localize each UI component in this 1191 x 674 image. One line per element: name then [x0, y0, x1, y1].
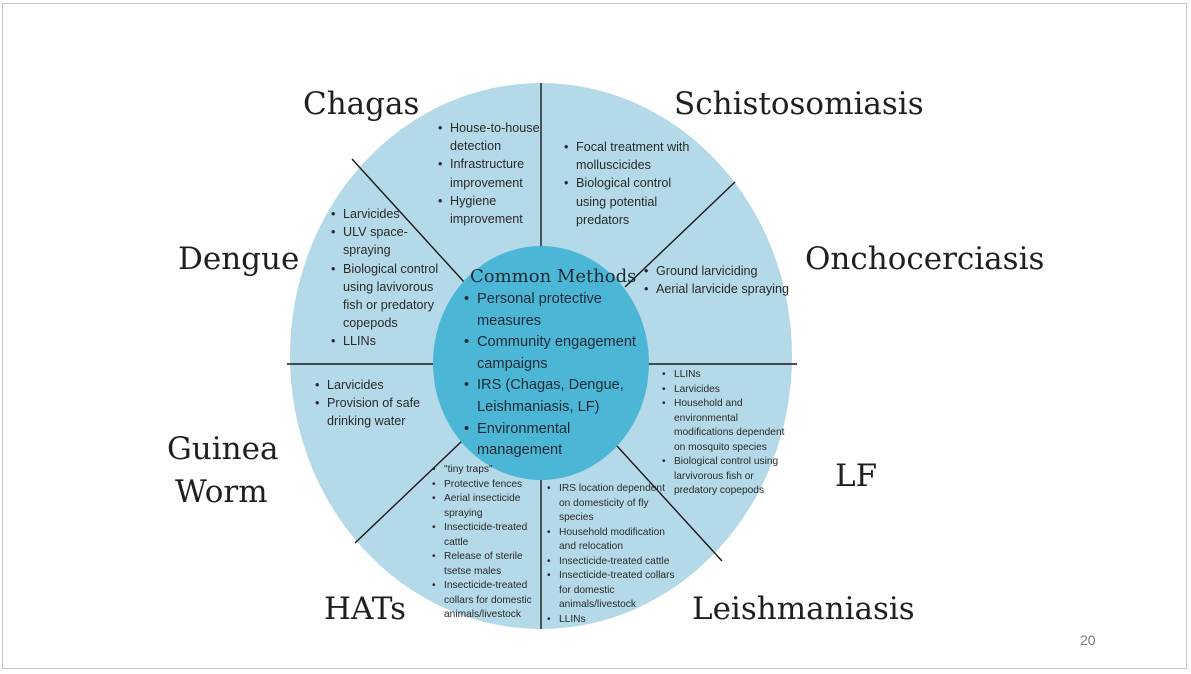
label-leishmaniasis: Leishmaniasis	[692, 591, 915, 627]
schistosomiasis-list: Focal treatment with molluscicides Biolo…	[562, 138, 698, 229]
list-item: LLINs	[331, 332, 453, 350]
list-item: Biological control using potential preda…	[564, 174, 698, 229]
list-item: Household and environmental modification…	[662, 397, 794, 455]
center-title: Common Methods	[470, 266, 637, 287]
list-item: Insecticide-treated cattle	[432, 521, 548, 550]
label-dengue: Dengue	[178, 241, 300, 277]
center-list: Personal protective measures Community e…	[464, 289, 647, 462]
label-schistosomiasis: Schistosomiasis	[674, 86, 924, 122]
list-item: "tiny traps"	[432, 463, 548, 478]
list-item: IRS location dependent on domesticity of…	[547, 482, 677, 526]
list-item: Environmental management	[464, 419, 647, 462]
list-item: Protective fences	[432, 478, 548, 493]
hats-list: "tiny traps" Protective fences Aerial in…	[430, 463, 548, 623]
list-item: Insecticide-treated collars for domestic…	[547, 569, 677, 613]
label-chagas: Chagas	[303, 86, 420, 122]
list-item: ULV space-spraying	[331, 223, 453, 259]
list-item: Larvicides	[315, 376, 439, 394]
list-item: LLINs	[547, 613, 677, 628]
label-worm: Worm	[175, 474, 268, 510]
list-item: Larvicides	[662, 383, 794, 398]
label-onchocerciasis: Onchocerciasis	[805, 241, 1045, 277]
list-item: Personal protective measures	[464, 289, 647, 332]
list-item: LLINs	[662, 368, 794, 383]
onchocerciasis-list: Ground larviciding Aerial larvicide spra…	[642, 262, 816, 299]
list-item: Biological control using larvivorous fis…	[662, 455, 794, 499]
list-item: Hygiene improvement	[438, 192, 542, 228]
lf-list: LLINs Larvicides Household and environme…	[660, 368, 794, 499]
label-guinea: Guinea	[167, 431, 279, 467]
list-item: House-to-house detection	[438, 119, 542, 155]
list-item: Aerial larvicide spraying	[644, 280, 816, 298]
list-item: Provision of safe drinking water	[315, 394, 439, 430]
list-item: Biological control using lavivorous fish…	[331, 260, 453, 333]
divider-bottom-left	[354, 440, 463, 544]
list-item: Infrastructure improvement	[438, 155, 542, 191]
leishmaniasis-list: IRS location dependent on domesticity of…	[545, 482, 677, 627]
list-item: Focal treatment with molluscicides	[564, 138, 698, 174]
chagas-list: House-to-house detection Infrastructure …	[436, 119, 542, 228]
list-item: Larvicides	[331, 205, 453, 223]
dengue-list: Larvicides ULV space-spraying Biological…	[329, 205, 453, 351]
label-hats: HATs	[324, 591, 407, 627]
list-item: Insecticide-treated collars for domestic…	[432, 579, 548, 623]
label-lf: LF	[835, 458, 878, 494]
list-item: Community engagement campaigns	[464, 332, 647, 375]
guinea-worm-list: Larvicides Provision of safe drinking wa…	[313, 376, 439, 431]
page-number: 20	[1080, 632, 1096, 648]
list-item: Household modification and relocation	[547, 526, 677, 555]
list-item: Release of sterile tsetse males	[432, 550, 548, 579]
list-item: Aerial insecticide spraying	[432, 492, 548, 521]
list-item: IRS (Chagas, Dengue, Leishmaniasis, LF)	[464, 375, 647, 418]
list-item: Ground larviciding	[644, 262, 816, 280]
list-item: Insecticide-treated cattle	[547, 555, 677, 570]
